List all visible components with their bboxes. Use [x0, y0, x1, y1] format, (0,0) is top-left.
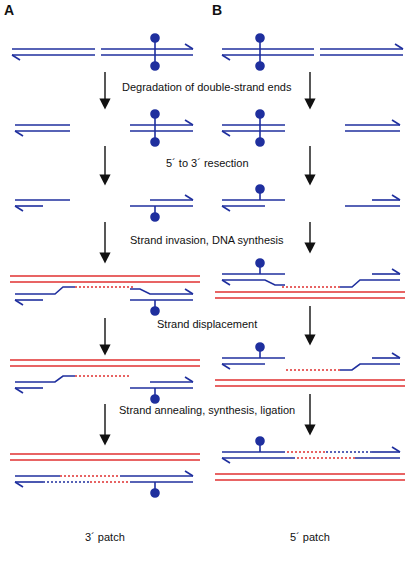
- panel-letter: A: [4, 2, 14, 18]
- step-label: Strand invasion, DNA synthesis: [127, 234, 286, 247]
- step-label: Degradation of double-strand ends: [119, 81, 294, 94]
- step-label: Strand displacement: [154, 318, 260, 331]
- result-label: 5´ patch: [290, 531, 330, 544]
- result-label: 3´ patch: [85, 531, 125, 544]
- step-label: Strand annealing, synthesis, ligation: [116, 404, 298, 417]
- panel-letter: B: [212, 2, 222, 18]
- step-label: 5´ to 3´ resection: [163, 157, 252, 170]
